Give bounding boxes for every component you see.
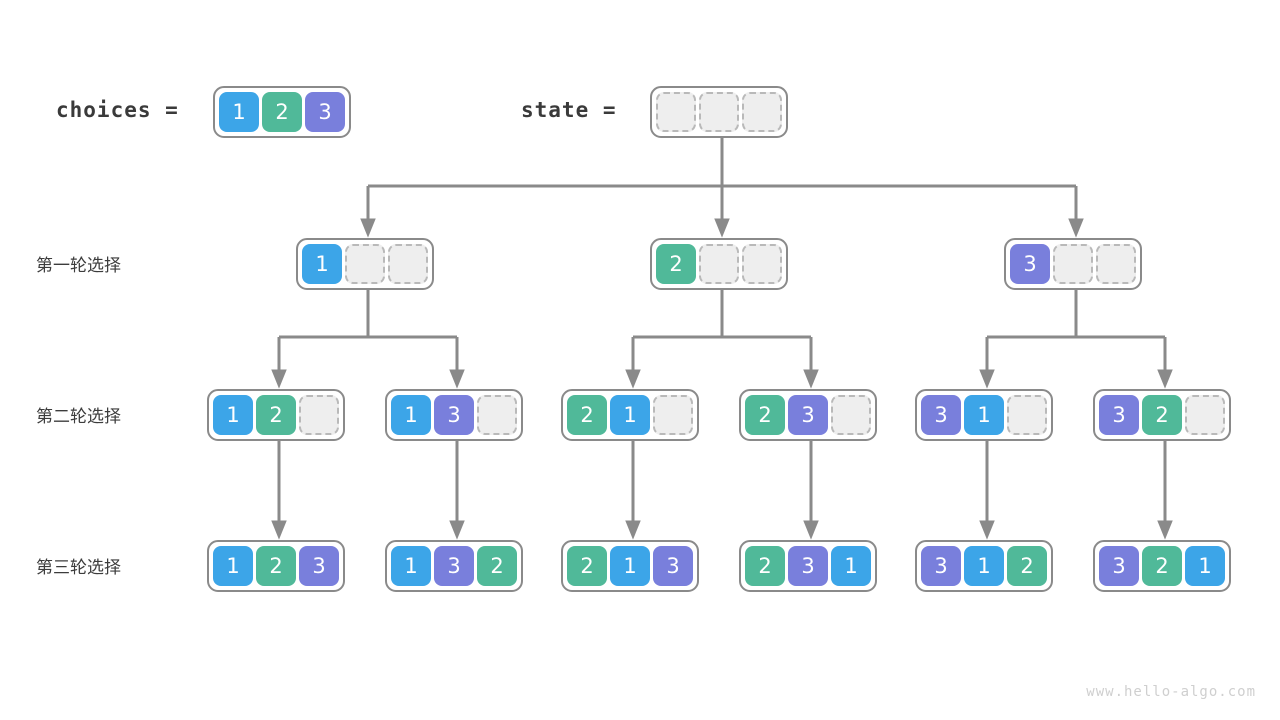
array-cell-filled: 1 [610,395,650,435]
array-cell-filled: 2 [477,546,517,586]
array-cell-filled: 1 [964,395,1004,435]
row-label-round-1: 第一轮选择 [36,256,121,276]
array-cell-filled: 3 [299,546,339,586]
array-cell-empty [653,395,693,435]
tree-node-level1-1: 2 [650,238,788,290]
state-label: state = [521,98,617,122]
array-cell-filled: 3 [921,395,961,435]
array-cell-filled: 1 [610,546,650,586]
array-cell-filled: 2 [256,546,296,586]
state-array [650,86,788,138]
array-cell-filled: 3 [788,395,828,435]
array-cell-empty [1096,244,1136,284]
array-cell-filled: 1 [391,546,431,586]
tree-node-level1-0: 1 [296,238,434,290]
array-cell-empty [388,244,428,284]
array-cell-filled: 2 [256,395,296,435]
tree-node-level1-2: 3 [1004,238,1142,290]
array-cell-filled: 1 [213,395,253,435]
array-cell-filled: 3 [305,92,345,132]
array-cell-empty [345,244,385,284]
watermark: www.hello-algo.com [1086,684,1256,700]
array-cell-filled: 3 [1099,395,1139,435]
array-cell-empty [699,244,739,284]
array-cell-filled: 2 [567,395,607,435]
array-cell-filled: 2 [745,546,785,586]
array-cell-empty [1053,244,1093,284]
array-cell-empty [477,395,517,435]
array-cell-empty [656,92,696,132]
array-cell-filled: 2 [567,546,607,586]
array-cell-empty [299,395,339,435]
array-cell-filled: 2 [1142,395,1182,435]
array-cell-empty [1007,395,1047,435]
array-cell-filled: 1 [964,546,1004,586]
array-cell-filled: 3 [434,395,474,435]
array-cell-filled: 3 [653,546,693,586]
array-cell-filled: 1 [1185,546,1225,586]
row-label-round-2: 第二轮选择 [36,407,121,427]
array-cell-filled: 1 [219,92,259,132]
array-cell-filled: 3 [921,546,961,586]
array-cell-filled: 3 [1010,244,1050,284]
array-cell-empty [831,395,871,435]
array-cell-filled: 3 [788,546,828,586]
array-cell-filled: 1 [213,546,253,586]
array-cell-empty [699,92,739,132]
row-label-round-3: 第三轮选择 [36,558,121,578]
array-cell-filled: 2 [1142,546,1182,586]
choices-label: choices = [56,98,179,122]
array-cell-empty [742,244,782,284]
array-cell-empty [742,92,782,132]
array-cell-filled: 2 [1007,546,1047,586]
array-cell-filled: 1 [831,546,871,586]
array-cell-filled: 3 [434,546,474,586]
array-cell-filled: 2 [745,395,785,435]
array-cell-filled: 2 [656,244,696,284]
array-cell-empty [1185,395,1225,435]
array-cell-filled: 1 [391,395,431,435]
array-cell-filled: 3 [1099,546,1139,586]
array-cell-filled: 2 [262,92,302,132]
array-cell-filled: 1 [302,244,342,284]
